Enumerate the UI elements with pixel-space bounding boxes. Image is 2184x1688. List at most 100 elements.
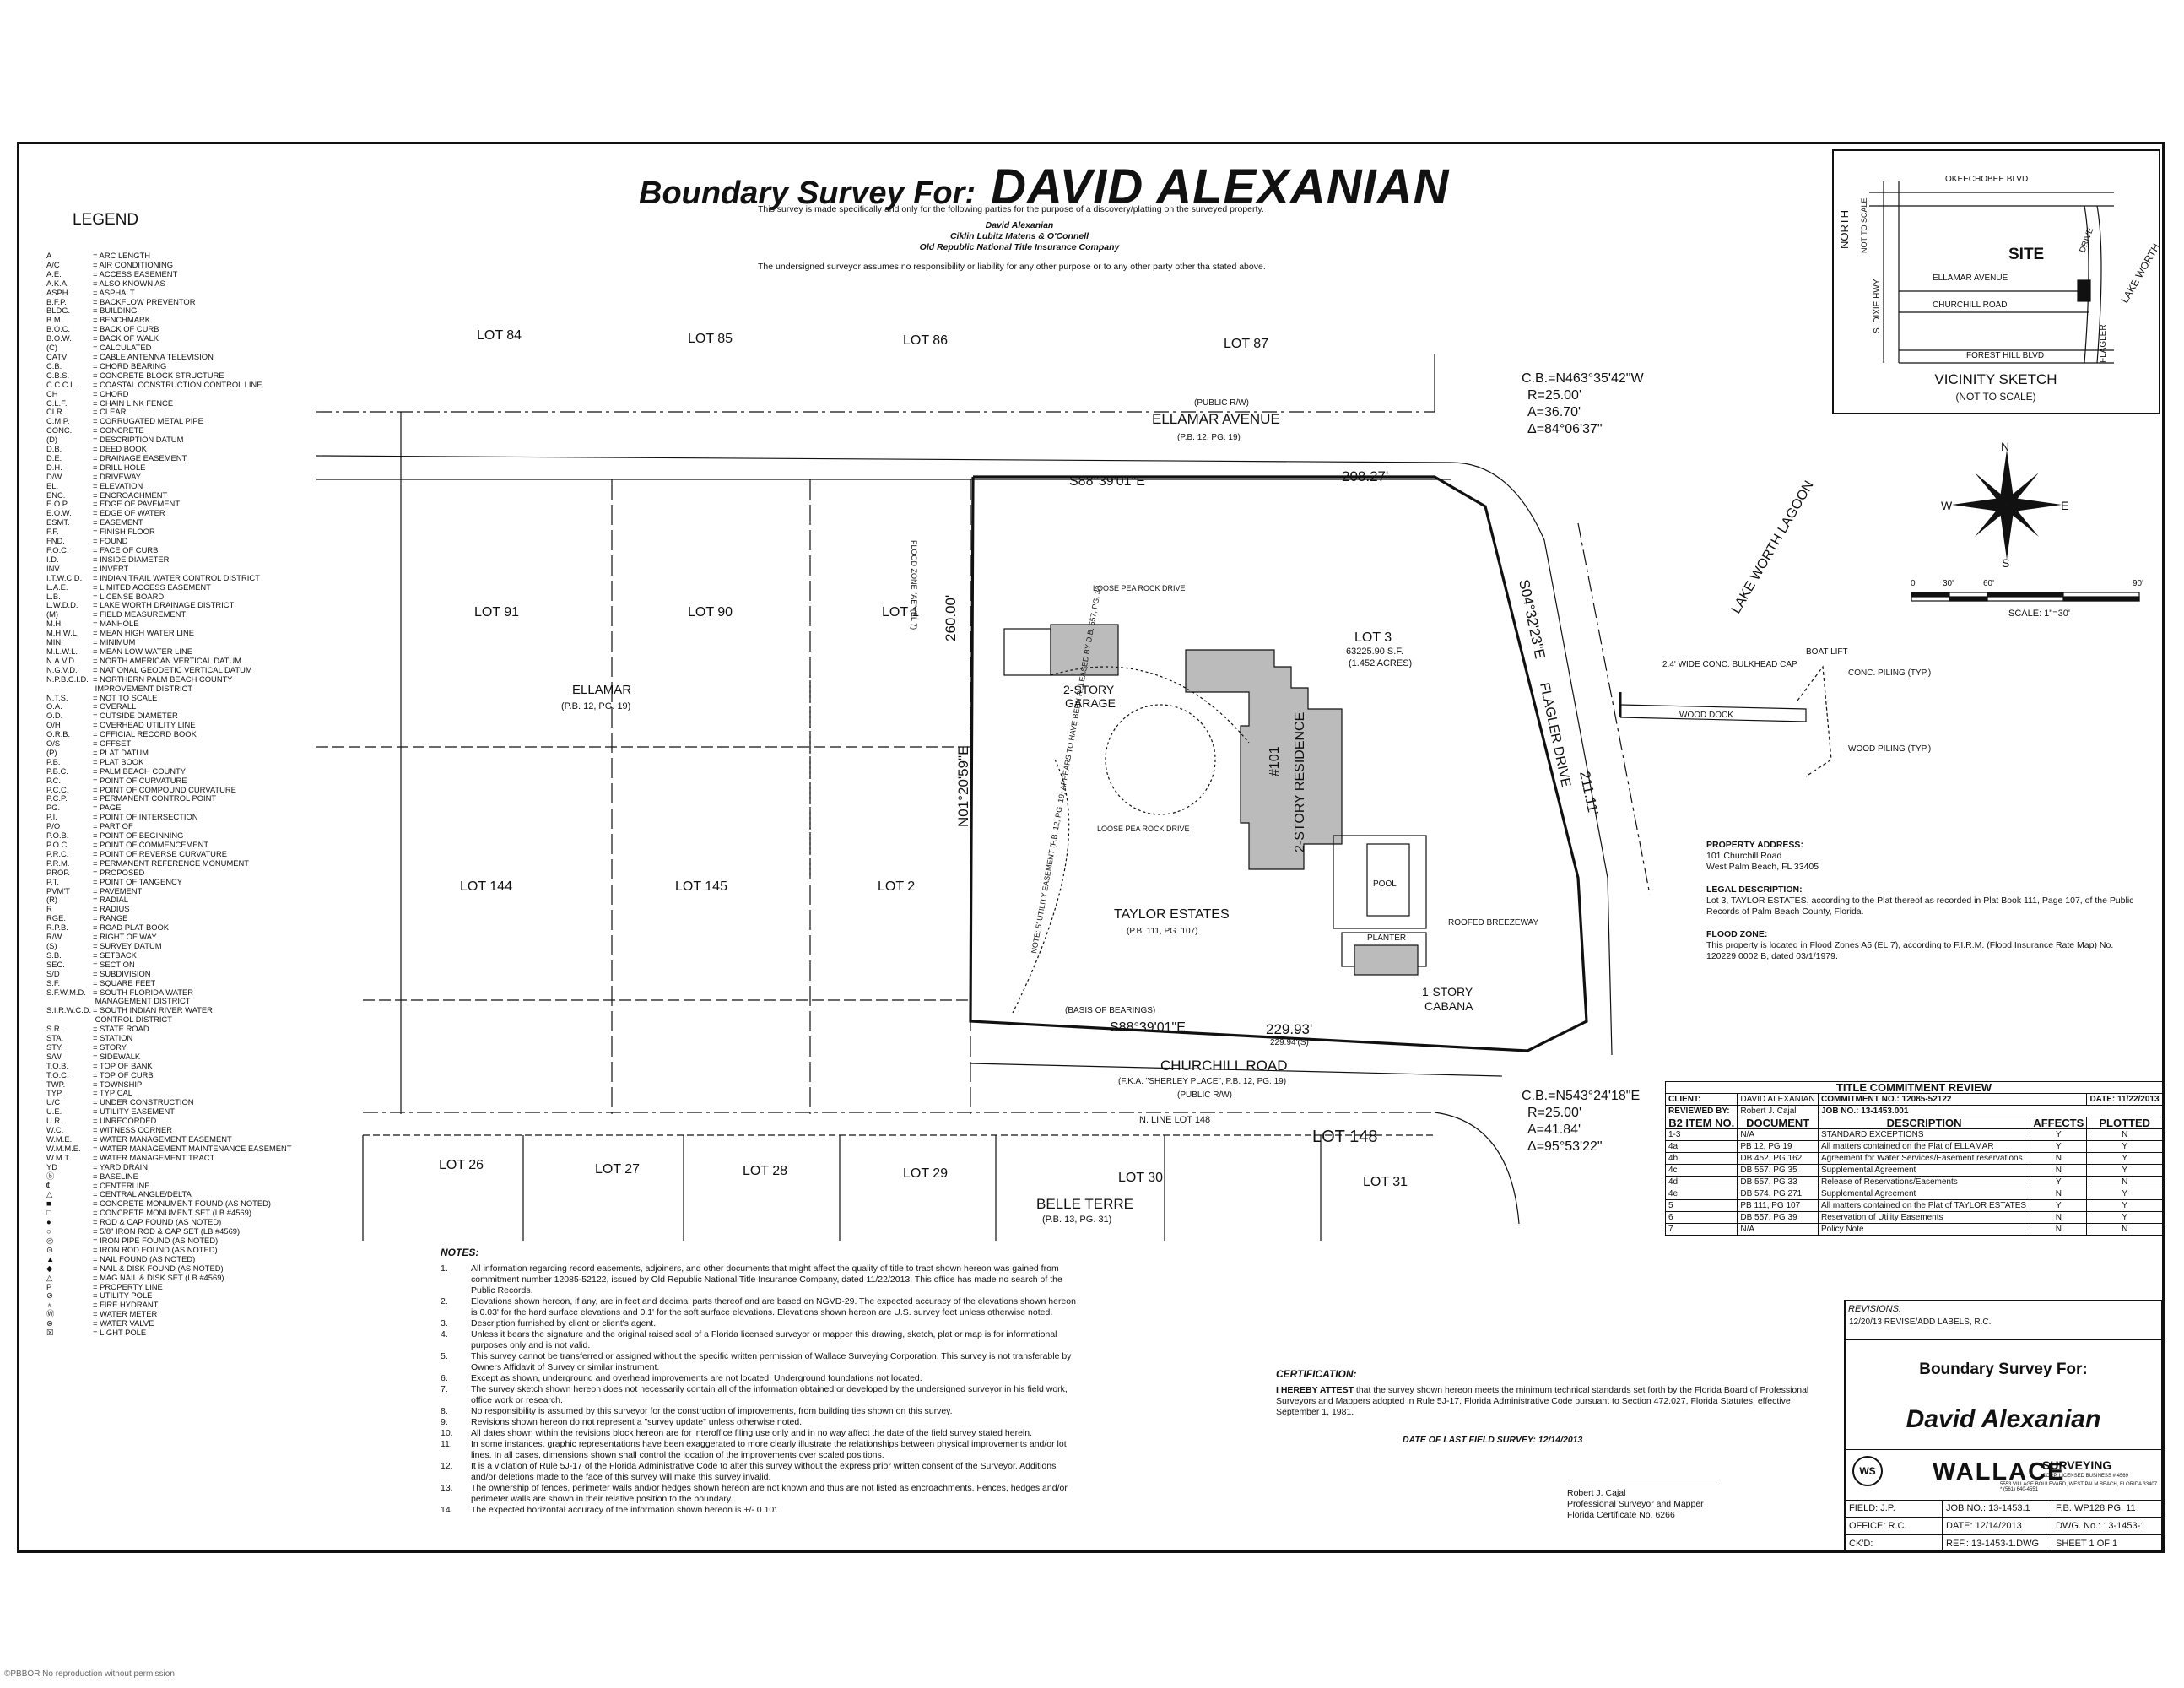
intro-text: This survey is made specifically and onl… — [758, 204, 1266, 272]
legend-item: P.C.P.= PERMANENT CONTROL POINT — [46, 793, 217, 803]
svg-text:ELLAMAR AVENUE: ELLAMAR AVENUE — [1152, 411, 1280, 427]
svg-text:Δ=95°53'22": Δ=95°53'22" — [1527, 1139, 1603, 1154]
svg-text:LOOSE PEA ROCK DRIVE: LOOSE PEA ROCK DRIVE — [1097, 825, 1190, 833]
svg-text:CABANA: CABANA — [1424, 999, 1473, 1013]
svg-text:C.B.=N463°35'42"W: C.B.=N463°35'42"W — [1522, 371, 1644, 386]
firm-name: WALLACE — [1933, 1458, 2066, 1485]
svg-text:WOOD DOCK: WOOD DOCK — [1679, 711, 1733, 720]
legend-item: P= PROPERTY LINE — [46, 1281, 163, 1291]
legend-item: D.E.= DRAINAGE EASEMENT — [46, 452, 187, 463]
legend-item: △= CENTRAL ANGLE/DELTA — [46, 1189, 192, 1199]
svg-text:PLANTER: PLANTER — [1367, 933, 1406, 943]
note-item: 14.The expected horizontal accuracy of t… — [441, 1505, 779, 1515]
legend-item: ▲= NAIL FOUND (AS NOTED) — [46, 1253, 196, 1263]
svg-text:ROOFED BREEZEWAY: ROOFED BREEZEWAY — [1448, 918, 1539, 928]
svg-text:LOT 85: LOT 85 — [688, 332, 733, 346]
svg-text:C.B.=N543°24'18"E: C.B.=N543°24'18"E — [1522, 1089, 1640, 1103]
svg-text:229.94'(S): 229.94'(S) — [1270, 1038, 1309, 1047]
svg-text:LOT 27: LOT 27 — [595, 1162, 640, 1177]
legend-item: D/W= DRIVEWAY — [46, 471, 142, 481]
svg-text:R=25.00': R=25.00' — [1527, 388, 1581, 403]
legend-item: ASPH.= ASPHALT — [46, 287, 135, 297]
svg-text:LAKE WORTH LAGOON: LAKE WORTH LAGOON — [1729, 479, 1817, 616]
svg-text:OKEECHOBEE BLVD: OKEECHOBEE BLVD — [1945, 175, 2028, 184]
legend-item: ☒= LIGHT POLE — [46, 1328, 147, 1338]
legend-item: A= ARC LENGTH — [46, 251, 150, 260]
legend-item: (R)= RADIAL — [46, 895, 128, 905]
svg-text:A=41.84': A=41.84' — [1527, 1123, 1581, 1137]
firm-address: 5553 VILLAGE BOULEVARD, WEST PALM BEACH,… — [2000, 1482, 2158, 1492]
svg-text:60': 60' — [1983, 579, 1994, 588]
svg-text:POOL: POOL — [1373, 879, 1397, 889]
property-info: PROPERTY ADDRESS: 101 Churchill Road Wes… — [1706, 840, 2134, 961]
svg-text:2.4' WIDE CONC. BULKHEAD CAP: 2.4' WIDE CONC. BULKHEAD CAP — [1662, 660, 1797, 669]
title-commitment-table: TITLE COMMITMENT REVIEW CLIENT: DAVID AL… — [1664, 1081, 2163, 1236]
note-item: 13.The ownership of fences, perimeter wa… — [441, 1483, 1068, 1504]
legend-item: E.O.W.= EDGE OF WATER — [46, 508, 165, 518]
legend-item: S.B.= SETBACK — [46, 950, 137, 960]
svg-text:S. DIXIE HWY: S. DIXIE HWY — [1873, 279, 1882, 333]
legend-item: P/O= PART OF — [46, 821, 133, 831]
legend-item: ◆= NAIL & DISK FOUND (AS NOTED) — [46, 1263, 224, 1273]
svg-text:LOT 145: LOT 145 — [675, 879, 727, 894]
note-item: 2.Elevations shown hereon, if any, are i… — [441, 1296, 1076, 1317]
table-header: DESCRIPTION — [1817, 1117, 2031, 1129]
legend-item: B.O.W.= BACK OF WALK — [46, 333, 159, 344]
note-item: 6.Except as shown, underground and overh… — [441, 1373, 922, 1383]
legend-item: ⓑ= BASELINE — [46, 1171, 138, 1181]
residence-footprint — [1185, 649, 1343, 870]
legend-item: N.G.V.D.= NATIONAL GEODETIC VERTICAL DAT… — [46, 664, 252, 674]
svg-text:(P.B. 111, PG. 107): (P.B. 111, PG. 107) — [1127, 927, 1198, 936]
svg-text:260.00': 260.00' — [943, 595, 959, 641]
legend-item: W.M.E.= WATER MANAGEMENT EASEMENT — [46, 1134, 232, 1144]
legend-item: P.O.B.= POINT OF BEGINNING — [46, 830, 184, 841]
legend-item: S.I.R.W.C.D.= SOUTH INDIAN RIVER WATER — [46, 1005, 213, 1015]
svg-text:FLOOD ZONE "AE" (EL 7): FLOOD ZONE "AE" (EL 7) — [910, 540, 918, 630]
svg-text:(1.452 ACRES): (1.452 ACRES) — [1349, 658, 1412, 668]
svg-text:LOT 30: LOT 30 — [1118, 1171, 1163, 1185]
svg-text:208.27': 208.27' — [1342, 468, 1388, 484]
svg-text:S88°39'01"E: S88°39'01"E — [1110, 1020, 1186, 1035]
legend-item: R/W= RIGHT OF WAY — [46, 932, 157, 942]
legend-item: MANAGEMENT DISTRICT — [93, 996, 191, 1006]
legend-item: B.M.= BENCHMARK — [46, 315, 150, 325]
legend-item: T.O.B.= TOP OF BANK — [46, 1060, 153, 1070]
svg-text:CHURCHILL ROAD: CHURCHILL ROAD — [1933, 300, 2008, 310]
svg-text:(P.B. 12, PG. 19): (P.B. 12, PG. 19) — [561, 701, 630, 711]
legend-item: P.O.C.= POINT OF COMMENCEMENT — [46, 840, 209, 849]
svg-text:FLAGLER: FLAGLER — [2099, 324, 2108, 363]
legend-item: TYP.= TYPICAL — [46, 1088, 132, 1098]
drawing-border — [17, 142, 2165, 1553]
svg-text:R=25.00': R=25.00' — [1527, 1106, 1581, 1120]
legend-item: P.T.= POINT OF TANGENCY — [46, 876, 183, 886]
legend-item: O.R.B.= OFFICIAL RECORD BOOK — [46, 729, 197, 739]
legend-item: R= RADIUS — [46, 904, 130, 914]
svg-text:CHURCHILL ROAD: CHURCHILL ROAD — [1160, 1058, 1288, 1074]
legend-item: (S)= SURVEY DATUM — [46, 940, 162, 950]
table-header: AFFECTS — [2030, 1117, 2088, 1129]
legend-item: CONTROL DISTRICT — [93, 1014, 172, 1025]
svg-text:GARAGE: GARAGE — [1065, 696, 1116, 710]
svg-text:NORTH: NORTH — [1838, 210, 1851, 249]
legend-item: W.M.M.E.= WATER MANAGEMENT MAINTENANCE E… — [46, 1143, 292, 1153]
legend-item: △= MAG NAIL & DISK SET (LB #4569) — [46, 1272, 224, 1282]
svg-text:SITE: SITE — [2008, 246, 2044, 263]
legend-item: W.C.= WITNESS CORNER — [46, 1125, 173, 1135]
svg-text:FOREST HILL BLVD: FOREST HILL BLVD — [1966, 351, 2044, 360]
legend-item: C.B.= CHORD BEARING — [46, 360, 167, 371]
legend-item: O.A.= OVERALL — [46, 701, 137, 711]
svg-text:ELLAMAR AVENUE: ELLAMAR AVENUE — [1933, 273, 2008, 283]
svg-text:(PUBLIC R/W): (PUBLIC R/W) — [1194, 398, 1249, 408]
legend-item: D.H.= DRILL HOLE — [46, 462, 146, 472]
legend-item: ○= 5/8" IRON ROD & CAP SET (LB #4569) — [46, 1226, 241, 1236]
legend-item: STA.= STATION — [46, 1033, 133, 1043]
svg-text:ELLAMAR: ELLAMAR — [572, 683, 631, 697]
legend-item: P.I.= POINT OF INTERSECTION — [46, 812, 198, 822]
svg-text:LOT 90: LOT 90 — [688, 605, 733, 619]
legend-item: L.A.E.= LIMITED ACCESS EASEMENT — [46, 582, 211, 592]
svg-text:LOT 28: LOT 28 — [743, 1164, 787, 1178]
